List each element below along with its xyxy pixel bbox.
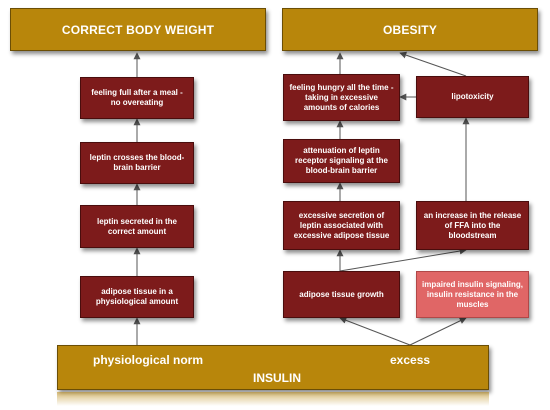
- box-feeling-hungry: feeling hungry all the time - taking in …: [283, 74, 400, 121]
- box-leptin-crosses-bbb: leptin crosses the blood-brain barrier: [80, 142, 194, 184]
- header-obesity-label: OBESITY: [382, 22, 438, 37]
- box-ffa-release: an increase in the release of FFA into t…: [416, 201, 529, 250]
- box-impaired-insulin: impaired insulin signaling, insulin resi…: [416, 271, 529, 318]
- box-excessive-secretion-label: excessive secretion of leptin associated…: [293, 210, 390, 240]
- box-adipose-growth: adipose tissue growth: [283, 271, 400, 318]
- insulin-title-label: INSULIN: [253, 371, 301, 385]
- box-adipose-physiological-label: adipose tissue in a physiological amount: [95, 287, 179, 306]
- box-adipose-growth-label: adipose tissue growth: [299, 289, 384, 299]
- box-ffa-release-label: an increase in the release of FFA into t…: [423, 210, 522, 240]
- box-leptin-secreted-label: leptin secreted in the correct amount: [96, 216, 178, 236]
- box-leptin-secreted: leptin secreted in the correct amount: [80, 205, 194, 248]
- box-feeling-full-label: feeling full after a meal - no overeatin…: [91, 88, 183, 107]
- box-attenuation-leptin-label: attenuation of leptin receptor signaling…: [295, 146, 388, 175]
- box-adipose-physiological: adipose tissue in a physiological amount: [80, 276, 194, 318]
- insulin-bar: [57, 345, 489, 390]
- insulin-bar-reflection: [57, 392, 489, 406]
- box-attenuation-leptin: attenuation of leptin receptor signaling…: [283, 139, 400, 183]
- box-excessive-secretion: excessive secretion of leptin associated…: [283, 201, 400, 250]
- arrow-excess-to-growth: [339, 317, 411, 346]
- arrow-excess-to-impaired: [409, 317, 467, 346]
- box-lipotoxicity: lipotoxicity: [416, 76, 529, 118]
- box-leptin-crosses-bbb-label: leptin crosses the blood-brain barrier: [89, 153, 185, 172]
- box-feeling-full: feeling full after a meal - no overeatin…: [80, 77, 194, 119]
- header-correct-body-weight-label: CORRECT BODY WEIGHT: [61, 22, 215, 37]
- arrow-lipotoxicity-to-obesity: [399, 51, 467, 77]
- box-lipotoxicity-label: lipotoxicity: [451, 92, 494, 101]
- arrow-growth-to-ffa: [339, 247, 467, 272]
- header-obesity: OBESITY: [282, 8, 538, 51]
- box-impaired-insulin-label: impaired insulin signaling, insulin resi…: [422, 279, 523, 309]
- insulin-norm-label: physiological norm: [93, 353, 204, 367]
- insulin-excess-label: excess: [390, 353, 431, 367]
- header-correct-body-weight: CORRECT BODY WEIGHT: [10, 8, 266, 51]
- box-feeling-hungry-label: feeling hungry all the time - taking in …: [289, 82, 394, 112]
